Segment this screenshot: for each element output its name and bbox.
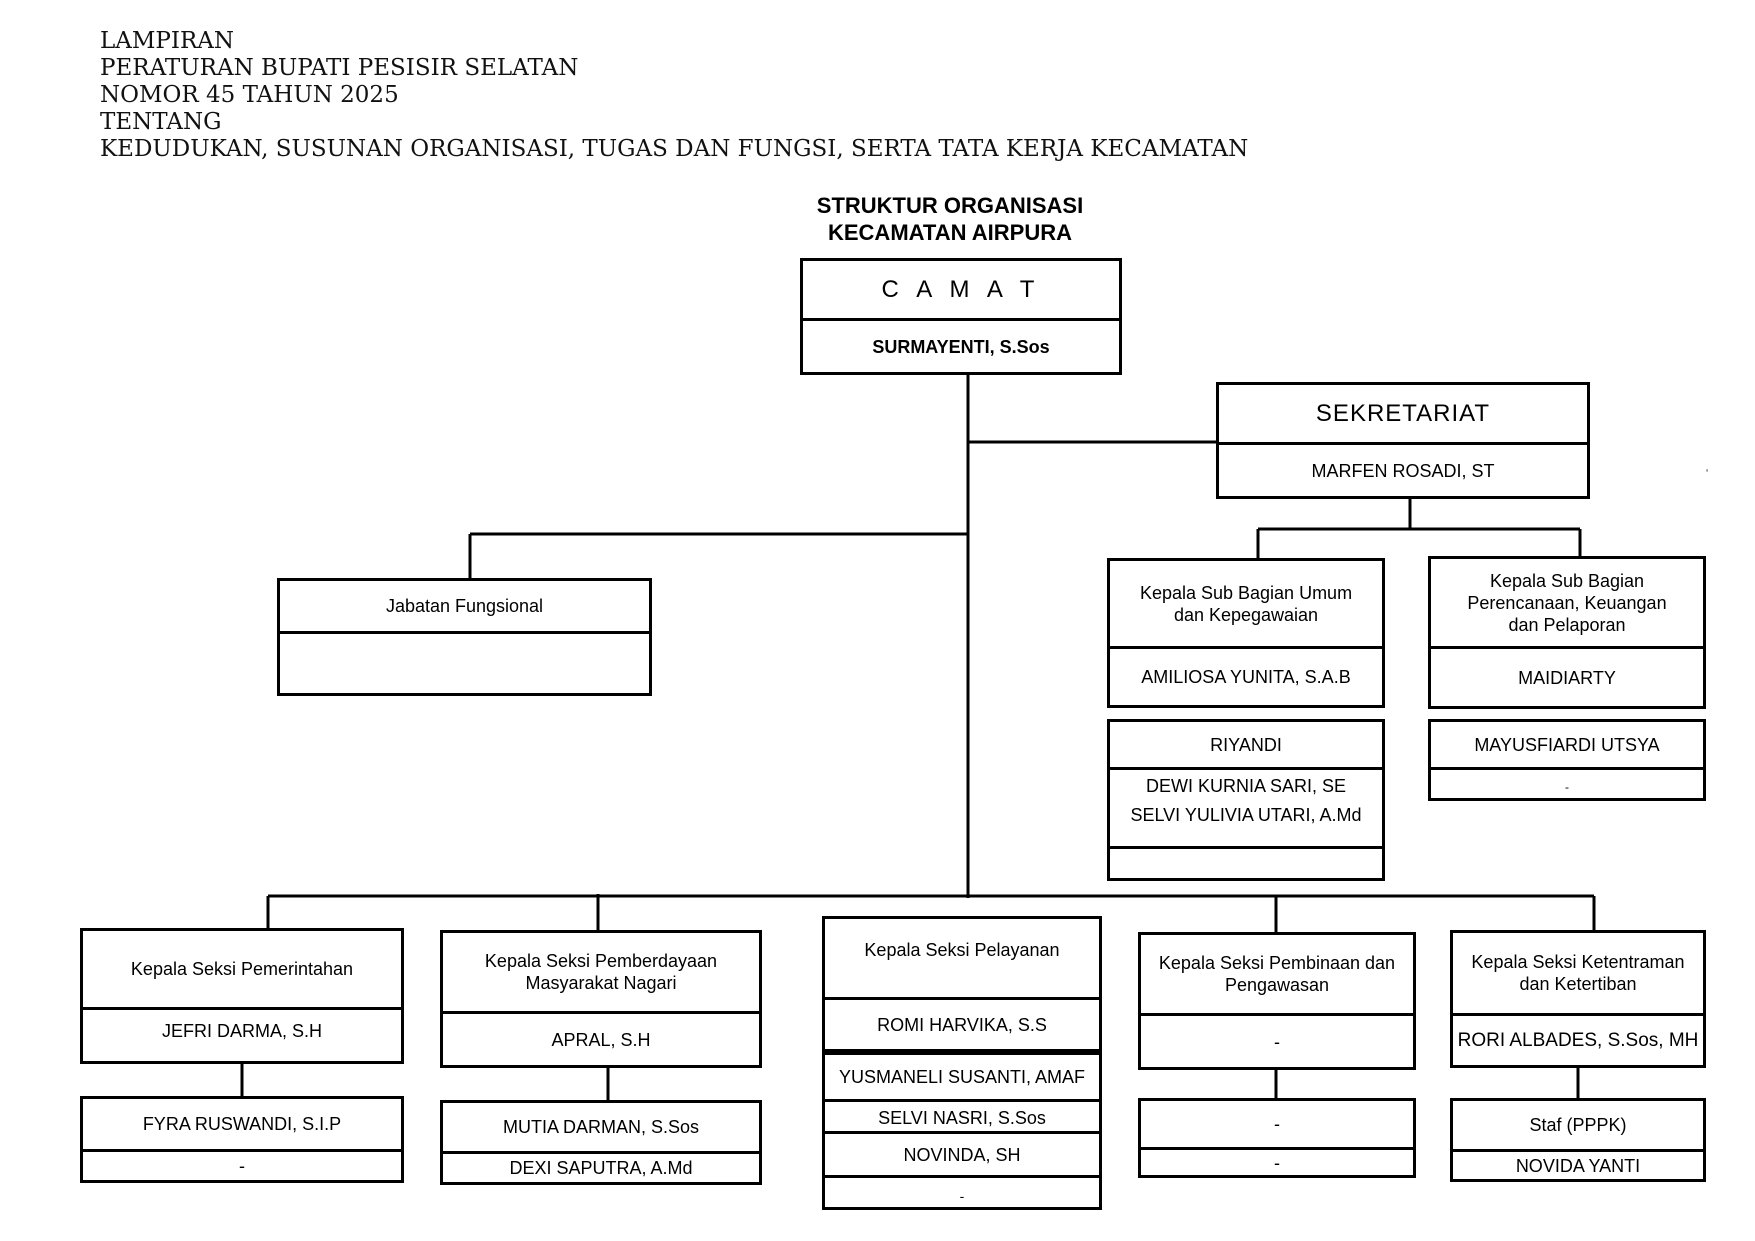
staff-name [1110,846,1382,878]
staff-name: - [1431,767,1703,798]
camat-name: SURMAYENTI, S.Sos [803,318,1119,372]
staff-name: - [1274,1114,1280,1134]
sekretariat-title: SEKRETARIAT [1315,399,1491,427]
seksi-pembinaan-name: - [1141,1013,1413,1067]
seksi-pemberdayaan-staff-box: MUTIA DARMAN, S.Sos DEXI SAPUTRA, A.Md [440,1100,762,1185]
seksi-pelayanan-box: Kepala Seksi Pelayanan ROMI HARVIKA, S.S [822,916,1102,1052]
camat-title: C A M A T [881,275,1041,303]
seksi-pembinaan-staff-box: - - [1138,1098,1416,1178]
document-header: LAMPIRAN PERATURAN BUPATI PESISIR SELATA… [100,28,1248,163]
seksi-pemberdayaan-box: Kepala Seksi Pemberdayaan Masyarakat Nag… [440,930,762,1068]
header-line: TENTANG [100,109,222,135]
subbag-umum-name: AMILIOSA YUNITA, S.A.B [1110,646,1382,705]
staff-name: Staf (PPPK) [1529,1115,1627,1135]
subbag-perencanaan-name: MAIDIARTY [1431,646,1703,706]
seksi-pelayanan-name: ROMI HARVIKA, S.S [825,997,1099,1049]
subbag-perencanaan-title: Kepala Sub Bagian Perencanaan, Keuangan … [1467,570,1667,635]
seksi-ketentraman-box: Kepala Seksi Ketentraman dan Ketertiban … [1450,930,1706,1068]
seksi-pemerintahan-title: Kepala Seksi Pemerintahan [130,959,354,979]
seksi-pemerintahan-name: JEFRI DARMA, S.H [83,1007,401,1061]
subbag-umum-title: Kepala Sub Bagian Umum dan Kepegawaian [1139,582,1353,625]
staff-name: FYRA RUSWANDI, S.I.P [142,1114,342,1134]
staff-name: - [825,1175,1099,1207]
seksi-pemerintahan-staff-box: FYRA RUSWANDI, S.I.P - [80,1096,404,1183]
sekretariat-box: SEKRETARIAT MARFEN ROSADI, ST [1216,382,1590,499]
chart-title-line: STRUKTUR ORGANISASI [816,193,1084,218]
header-line: LAMPIRAN [100,28,235,54]
chart-title: STRUKTUR ORGANISASI KECAMATAN AIRPURA [760,192,1140,246]
header-line: KEDUDUKAN, SUSUNAN ORGANISASI, TUGAS DAN… [100,136,1249,162]
staff-name: SELVI NASRI, S.Sos [825,1099,1099,1133]
header-line: PERATURAN BUPATI PESISIR SELATAN [100,55,579,81]
staff-name: - [1141,1147,1413,1175]
subbag-perencanaan-box: Kepala Sub Bagian Perencanaan, Keuangan … [1428,556,1706,709]
seksi-pembinaan-title: Kepala Seksi Pembinaan dan Pengawasan [1158,953,1396,995]
subbag-perencanaan-staff-box: MAYUSFIARDI UTSYA - [1428,719,1706,801]
seksi-pemberdayaan-title: Kepala Seksi Pemberdayaan Masyarakat Nag… [484,951,718,993]
staff-name: NOVIDA YANTI [1453,1149,1703,1179]
staff-name: RIYANDI [1210,734,1282,755]
staff-name: DEWI KURNIA SARI, SE [1110,767,1382,801]
staff-name: MUTIA DARMAN, S.Sos [502,1117,700,1137]
seksi-pemberdayaan-name: APRAL, S.H [443,1011,759,1065]
staff-name: - [83,1149,401,1180]
staff-name: YUSMANELI SUSANTI, AMAF [838,1067,1086,1087]
seksi-ketentraman-staff-box: Staf (PPPK) NOVIDA YANTI [1450,1098,1706,1182]
header-line: NOMOR 45 TAHUN 2025 [100,82,399,108]
seksi-ketentraman-title: Kepala Seksi Ketentraman dan Ketertiban [1471,952,1685,994]
jabatan-fungsional-title: Jabatan Fungsional [385,596,544,616]
sekretariat-name: MARFEN ROSADI, ST [1219,442,1587,496]
staff-name: DEXI SAPUTRA, A.Md [443,1151,759,1182]
jabatan-fungsional-name [280,631,649,693]
subbag-umum-box: Kepala Sub Bagian Umum dan Kepegawaian A… [1107,558,1385,708]
camat-box: C A M A T SURMAYENTI, S.Sos [800,258,1122,375]
seksi-pemerintahan-box: Kepala Seksi Pemerintahan JEFRI DARMA, S… [80,928,404,1064]
stray-mark: ‘ [1706,468,1709,479]
staff-name: NOVINDA, SH [825,1131,1099,1175]
seksi-pelayanan-title: Kepala Seksi Pelayanan [864,940,1060,960]
seksi-pelayanan-staff-box: YUSMANELI SUSANTI, AMAF SELVI NASRI, S.S… [822,1052,1102,1210]
seksi-ketentraman-name: RORI ALBADES, S.Sos, MH [1453,1013,1703,1065]
subbag-umum-staff-box: RIYANDI DEWI KURNIA SARI, SE SELVI YULIV… [1107,719,1385,881]
staff-name: SELVI YULIVIA UTARI, A.Md [1130,805,1362,825]
chart-title-line: KECAMATAN AIRPURA [827,220,1073,245]
seksi-pembinaan-box: Kepala Seksi Pembinaan dan Pengawasan - [1138,932,1416,1070]
jabatan-fungsional-box: Jabatan Fungsional [277,578,652,696]
staff-name: MAYUSFIARDI UTSYA [1474,734,1660,755]
